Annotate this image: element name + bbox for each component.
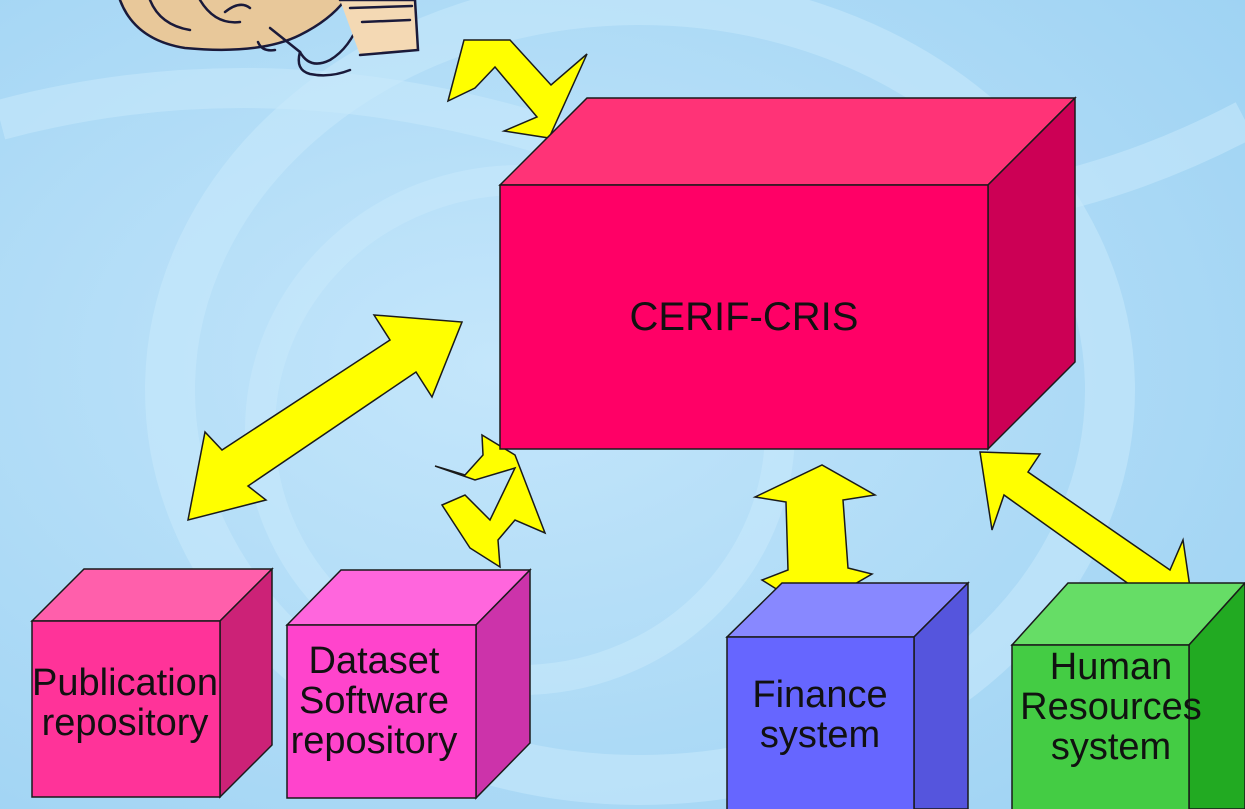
finance-label-line-2: system (759, 713, 881, 756)
arrow-finance-cris (752, 464, 878, 611)
publication-label-line-2: repository (41, 701, 209, 744)
dataset-label-line-1: Dataset (308, 640, 440, 682)
arrow-dataset-cris (434, 433, 547, 569)
dataset-label-line-3: repository (290, 719, 458, 762)
finance-system-label: Finance system (720, 674, 920, 756)
finance-label-line-1: Finance (752, 674, 888, 716)
publication-repository-cube (30, 567, 274, 799)
arrow-publication-cris (187, 314, 464, 522)
hr-system-cube (1010, 581, 1245, 809)
cerif-cris-label: CERIF-CRIS (629, 295, 859, 339)
person-at-desk-icon (118, 0, 420, 77)
publication-repository-label: Publication repository (0, 662, 250, 744)
hr-system-label: Human Resources system (1000, 646, 1222, 768)
hr-label-line-3: system (1050, 725, 1172, 768)
dataset-repository-label: Dataset Software repository (274, 640, 474, 762)
dataset-repository-cube (285, 568, 532, 800)
finance-system-cube (725, 581, 970, 809)
publication-label-line-1: Publication (32, 662, 218, 704)
hr-label-line-2: Resources (1020, 685, 1202, 728)
hr-label-line-1: Human (1049, 646, 1173, 688)
dataset-label-line-2: Software (299, 679, 449, 722)
cerif-cris-box (498, 96, 1077, 451)
